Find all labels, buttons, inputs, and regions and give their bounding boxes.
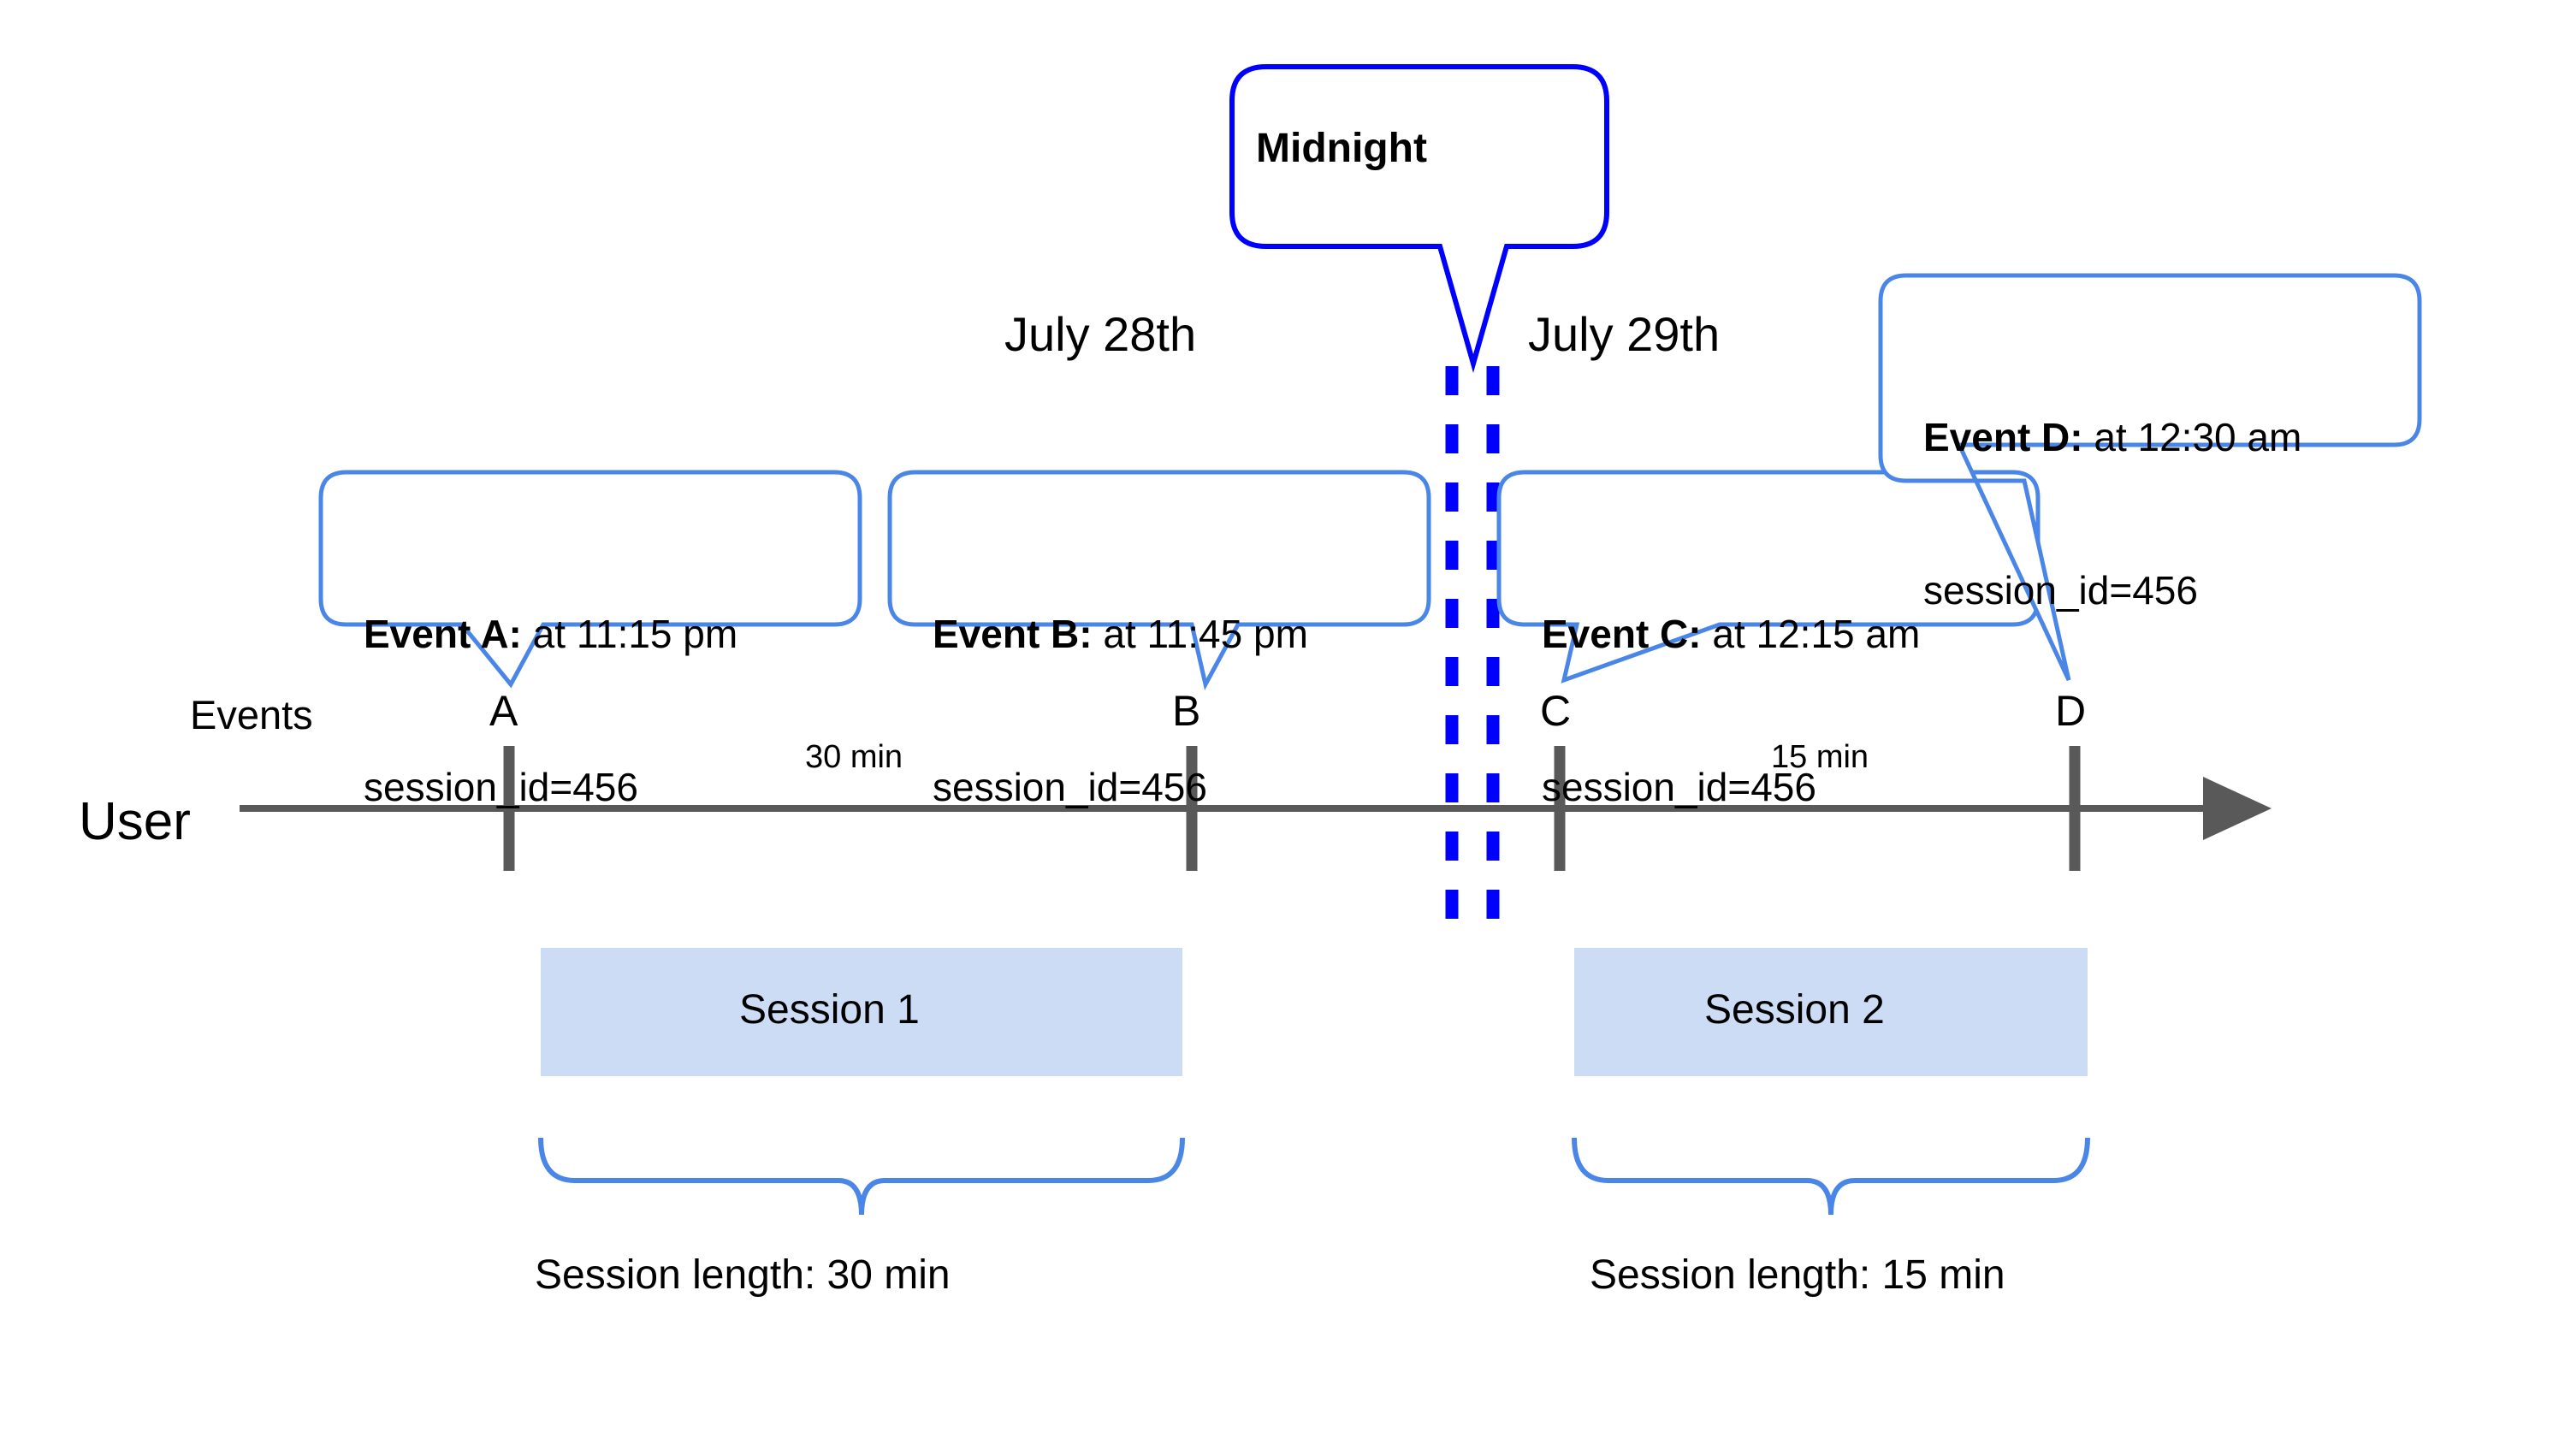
event-c-session-id: session_id=456 [1542,764,1816,809]
session-1-bar-label: Session 1 [739,987,920,1033]
session-bars [541,948,2088,1076]
event-b-session-id: session_id=456 [933,764,1207,809]
event-a-title: Event A: [364,611,522,656]
event-d-time: at 12:30 am [2082,414,2302,459]
midnight-callout-label: Midnight [1256,126,1427,171]
event-d-callout-text: Event D: at 12:30 am session_id=456 [1923,310,2301,719]
event-a-callout-text: Event A: at 11:15 pm session_id=456 [364,506,737,915]
session-braces [538,1137,2090,1216]
axis-arrowhead [2203,777,2272,840]
event-b-callout-shape[interactable] [887,470,1431,691]
event-c-time: at 12:15 am [1701,611,1921,656]
interval-label-15min: 15 min [1771,739,1869,775]
interval-label-30min: 30 min [805,739,903,775]
session-2-length-label: Session length: 15 min [1590,1252,2005,1298]
event-d-session-id: session_id=456 [1923,567,2198,613]
event-a-time: at 11:15 pm [521,611,738,656]
session-1-length-label: Session length: 30 min [535,1252,951,1298]
event-marker-label-a: A [489,687,518,735]
event-marker-label-d: D [2055,687,2087,735]
session-1-brace [538,1137,1185,1216]
event-d-callout-shape[interactable] [1878,273,2422,682]
event-b-title: Event B: [933,611,1093,656]
event-a-bubble-outline [318,470,862,689]
timeline-axis [240,777,2272,840]
event-b-callout-text: Event B: at 11:45 pm session_id=456 [933,506,1308,915]
session-2-brace [1572,1137,2090,1216]
event-a-session-id: session_id=456 [364,764,638,809]
event-marker-label-b: B [1172,687,1201,735]
event-ticks [503,746,2081,871]
session-1-bar[interactable] [541,948,1182,1076]
midnight-callout-shape[interactable] [1229,64,1609,373]
event-b-time: at 11:45 pm [1092,611,1308,656]
date-label-left: July 28th [1004,307,1197,361]
event-c-callout-shape[interactable] [1496,470,2041,684]
event-d-title: Event D: [1923,414,2083,459]
midnight-boundary-lines [1445,366,1500,932]
event-d-bubble-outline [1878,273,2422,682]
date-label-right: July 29th [1528,307,1721,361]
session-2-bar-label: Session 2 [1704,987,1885,1033]
event-c-title: Event C: [1542,611,1702,656]
event-b-bubble-outline [887,470,1431,691]
session-2-bar[interactable] [1574,948,2088,1076]
event-marker-label-c: C [1540,687,1572,735]
axis-row-label-user: User [79,792,191,851]
events-row-label: Events [190,692,313,737]
midnight-bubble-outline [1229,64,1609,373]
event-a-callout-shape[interactable] [318,470,862,689]
event-c-callout-text: Event C: at 12:15 am session_id=456 [1542,506,1920,915]
event-c-bubble-outline [1496,470,2041,684]
